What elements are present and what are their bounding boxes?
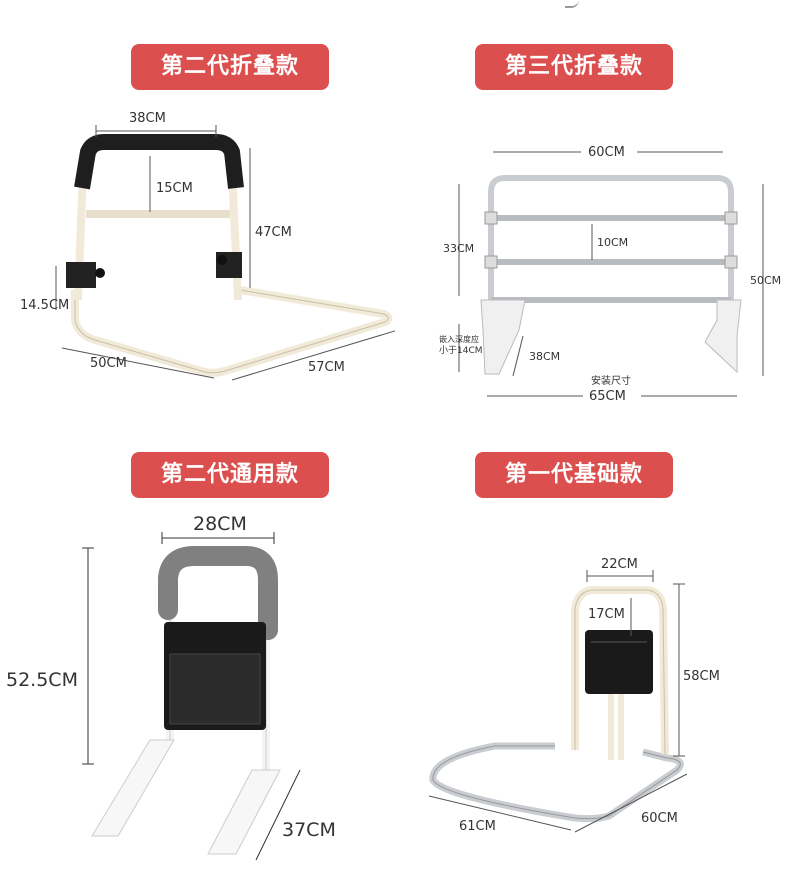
dim-width-label: 38CM: [129, 111, 166, 126]
black-grip: [74, 134, 244, 190]
left-knob: [95, 268, 105, 278]
product-title-badge: 第二代通用款: [131, 452, 329, 498]
right-base-plate: [207, 769, 281, 855]
insert-note-line1: 嵌入深度应: [439, 334, 479, 344]
bag-pocket: [169, 653, 261, 725]
dim-width-label: 22CM: [601, 557, 638, 572]
product-title-badge: 第三代折叠款: [475, 44, 673, 90]
install-size-label: 安装尺寸: [591, 374, 631, 387]
product-panel-gen1-basic: 第一代基础款 22CM 17CM 58CM 61CM 60CM: [395, 440, 790, 880]
chrome-base: [429, 742, 684, 823]
right-knob: [217, 255, 227, 265]
dim-width-label: 28CM: [193, 513, 247, 535]
dim-width-label: 60CM: [588, 145, 625, 160]
dim-base-left-label: 50CM: [90, 356, 127, 371]
dim-install-width-label: 65CM: [589, 389, 626, 404]
base-frame-outline: [74, 289, 389, 374]
dim-line-base-right: [574, 773, 688, 833]
right-upright: [228, 169, 242, 301]
dim-base-left-label: 61CM: [459, 819, 496, 834]
product-panel-gen2-universal: 第二代通用款 28CM 52.5CM 37CM: [0, 440, 395, 880]
dim-base-right-label: 60CM: [641, 811, 678, 826]
gen2-folding-rail-diagram: 38CM 15CM 47CM 14.5CM 50CM 57CM: [20, 111, 395, 381]
dim-base-right-label: 57CM: [308, 360, 345, 375]
storage-bag: [585, 630, 653, 694]
product-panel-gen2-folding: 第二代折叠款 38CM 15CM 47CM 14.5CM 50CM 57CM: [0, 0, 395, 440]
dim-left-height-label: 33CM: [443, 242, 474, 255]
right-foot: [704, 299, 742, 374]
insert-note-line2: 小于14CM: [439, 345, 483, 356]
dim-height-label: 47CM: [255, 225, 292, 240]
dim-height-label: 58CM: [683, 669, 720, 684]
gen1-basic-rail-diagram: 22CM 17CM 58CM 61CM 60CM: [428, 557, 720, 834]
dim-drop-label: 15CM: [156, 181, 193, 196]
dim-line-foot: [255, 769, 301, 861]
dim-clamp-label: 14.5CM: [20, 298, 69, 313]
grey-grip: [158, 546, 278, 640]
left-foot: [480, 299, 526, 375]
left-base-plate: [91, 739, 175, 837]
gen3-folding-rail-diagram: 60CM 10CM 33CM 50CM 嵌入深度应 小于14CM 38CM 安装…: [439, 145, 781, 404]
dim-line-base-left: [428, 795, 572, 831]
product-title-badge: 第一代基础款: [475, 452, 673, 498]
top-edge-decoration: [565, 0, 579, 8]
dim-line-base-right: [231, 330, 395, 381]
dim-rail-gap-label: 10CM: [597, 236, 628, 249]
dim-line-base-left: [61, 347, 215, 379]
dim-right-height-label: 50CM: [750, 274, 781, 287]
left-clamp: [66, 262, 96, 288]
dim-foot-label: 37CM: [282, 819, 336, 841]
product-title-badge: 第二代折叠款: [131, 44, 329, 90]
dim-height-label: 52.5CM: [6, 669, 78, 691]
chrome-frame: [488, 175, 734, 300]
dim-bag-drop-label: 17CM: [588, 607, 625, 622]
gen2-universal-rail-diagram: 28CM 52.5CM 37CM: [6, 513, 336, 861]
dim-foot-label: 38CM: [529, 350, 560, 363]
dim-line-foot: [512, 335, 524, 377]
product-panel-gen3-folding: 第三代折叠款 60CM 10CM 33CM 50CM 嵌入深度应 小于14CM …: [395, 0, 790, 440]
